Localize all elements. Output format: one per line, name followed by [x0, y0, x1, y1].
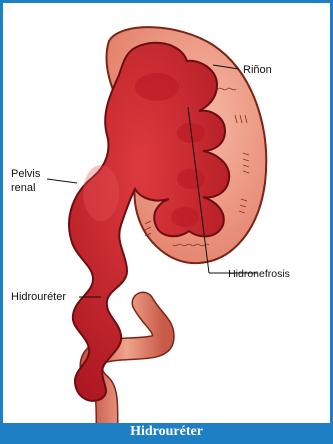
label-pelvis-line2: renal: [11, 182, 35, 194]
label-pelvis-line1: Pelvis: [11, 168, 41, 180]
leader-pelvis: [47, 179, 77, 183]
label-hidroureter: Hidrouréter: [11, 291, 66, 303]
figure-caption: Hidrouréter: [3, 423, 330, 441]
label-rinon: Riñon: [243, 64, 272, 76]
label-hidronefrosis: Hidronefrosis: [228, 268, 290, 280]
kidney-hydroureter-illustration: Riñon Pelvis renal Hidronefrosis Hidrour…: [3, 3, 330, 423]
